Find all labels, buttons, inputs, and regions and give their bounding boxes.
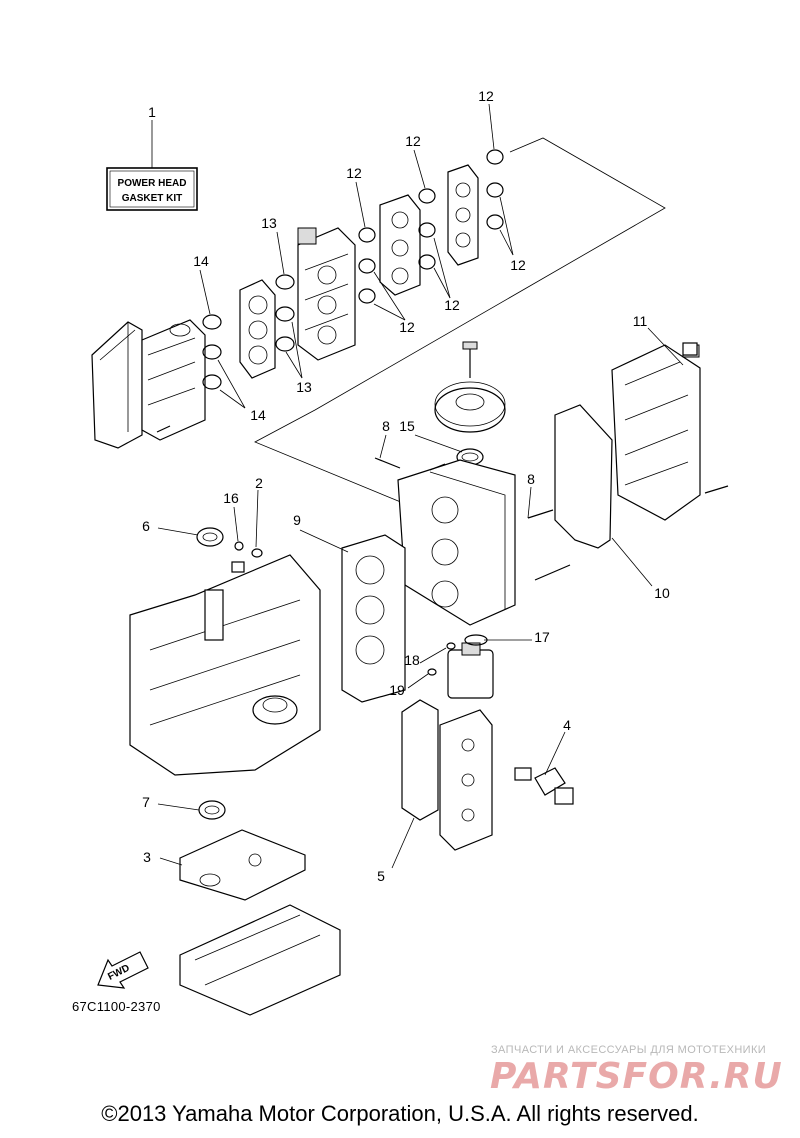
water-pump-housing: [447, 634, 494, 699]
water-jacket-cover: [439, 709, 493, 851]
exhaust-guide: [179, 904, 341, 1016]
intake-spacer: [379, 194, 421, 296]
copyright-notice: ©2013 Yamaha Motor Corporation, U.S.A. A…: [101, 1101, 699, 1126]
callout-12d: 12: [444, 297, 460, 313]
callout-12b: 12: [399, 319, 415, 335]
oil-seal-7: [198, 800, 226, 820]
gasket-kit-label: POWER HEAD GASKET KIT: [106, 167, 198, 211]
cover-gasket: [554, 404, 613, 549]
o-rings-12-a: [358, 227, 376, 304]
callout-13b: 13: [296, 379, 312, 395]
callout-8a: 8: [382, 418, 390, 434]
thermostat: [514, 767, 574, 805]
intake-gasket-plate: [447, 164, 479, 266]
callout-3: 3: [143, 849, 151, 865]
o-rings-12-c: [486, 149, 504, 230]
callout-13a: 13: [261, 215, 277, 231]
grommet-16: [234, 541, 244, 551]
watermark-tagline: ЗАПЧАСТИ И АКСЕССУАРЫ ДЛЯ МОТОТЕХНИКИ: [491, 1044, 767, 1056]
lower-gasket: [179, 829, 306, 901]
o-rings-14: [202, 314, 222, 390]
callout-16: 16: [223, 490, 239, 506]
diagram-part-number: 67C1100-2370: [72, 999, 161, 1014]
o-rings-13: [275, 274, 295, 352]
callout-12f: 12: [510, 257, 526, 273]
intake-manifold: [297, 227, 356, 361]
callout-10: 10: [654, 585, 670, 601]
o-rings-12-b: [418, 188, 436, 270]
plug-11: [682, 342, 698, 356]
crankcase: [129, 554, 321, 776]
callout-19: 19: [389, 682, 405, 698]
callout-4: 4: [563, 717, 571, 733]
callout-11: 11: [633, 313, 648, 329]
washer-2: [251, 548, 263, 558]
callout-17: 17: [534, 629, 550, 645]
oil-seal-6: [196, 527, 224, 547]
callout-2: 2: [255, 475, 263, 491]
callout-labels: 1 2 3 4 5 6 7 8 8 9 10 11 12 12 12 12 12…: [142, 88, 670, 884]
callout-8b: 8: [527, 471, 535, 487]
leader-lines: [151, 103, 684, 869]
callout-7: 7: [142, 794, 150, 810]
head-cover: [611, 344, 729, 521]
watermark-logo: PARTSFOR.RU: [490, 1056, 783, 1097]
callout-18: 18: [404, 652, 420, 668]
callout-6: 6: [142, 518, 150, 534]
callout-14a: 14: [193, 253, 209, 269]
cylinder-head: [374, 457, 571, 626]
o-ring-19: [427, 668, 437, 676]
callout-1: 1: [148, 104, 156, 120]
kit-group-frame: [254, 137, 666, 506]
callout-12e: 12: [478, 88, 494, 104]
o-ring-18: [446, 642, 456, 650]
callout-12a: 12: [346, 165, 362, 181]
callout-12c: 12: [405, 133, 421, 149]
kit-label-line1: POWER HEAD: [118, 178, 187, 189]
callout-15: 15: [399, 418, 415, 434]
callout-5: 5: [377, 868, 385, 884]
head-gasket: [341, 534, 406, 703]
callout-9: 9: [293, 512, 301, 528]
fwd-arrow-icon: FWD: [97, 951, 149, 989]
gasket-5: [401, 699, 439, 821]
flywheel: [434, 341, 506, 433]
exhaust-cover: [91, 319, 206, 449]
kit-label-line2: GASKET KIT: [122, 193, 183, 204]
callout-14b: 14: [250, 407, 266, 423]
exhaust-gasket: [239, 279, 276, 379]
